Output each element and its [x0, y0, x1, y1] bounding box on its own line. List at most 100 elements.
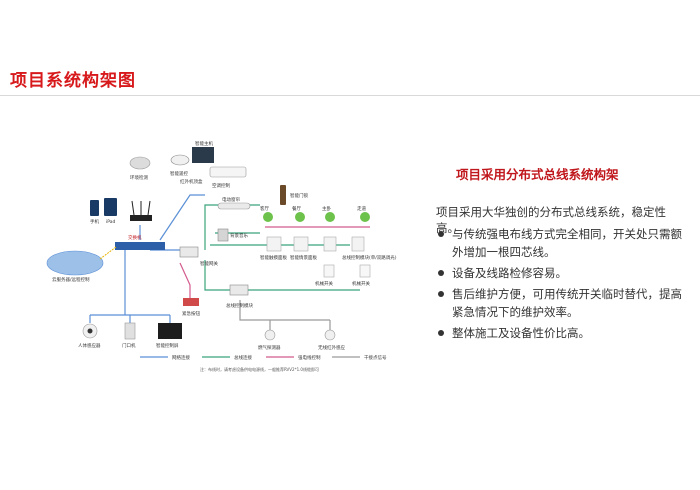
label-gateway: 智能网关 [200, 260, 218, 267]
phone-icon [90, 200, 99, 216]
lock-icon [280, 185, 286, 205]
panel-host-icon [192, 147, 214, 163]
label-smoke: 无线红外感应 [318, 344, 345, 351]
dimmer-icon [351, 236, 365, 252]
legend-power: 强电线控制 [298, 354, 321, 361]
label-zone3: 主卧 [322, 205, 331, 212]
doorbell-icon [124, 322, 136, 340]
lamp-icon [295, 212, 305, 222]
bus-line-module [204, 260, 360, 291]
label-phone: 手机 [90, 218, 99, 225]
label-indoor: 智能控制屏 [156, 342, 179, 349]
smoke-device: 无线红外感应 [318, 329, 345, 351]
mech-switch-icon [359, 264, 371, 278]
label-cloud: 云服务器/远程控制 [52, 276, 90, 283]
title-divider [0, 95, 700, 96]
smart-panel-device: 智能主机 红外机顶盒 [180, 140, 214, 185]
legend-signal: 干接点信号 [364, 354, 387, 361]
label-zone4: 走道 [357, 205, 366, 212]
ac-device: 空调控制 [209, 166, 247, 189]
label-env-sensor: 环境检测 [130, 174, 148, 181]
lamp-group: 客厅 餐厅 主卧 走道 [260, 205, 370, 222]
router-device [130, 200, 152, 221]
bus-module-icon [229, 284, 249, 296]
diagram-svg: 环境检测 智能遥控 智能主机 红外机顶盒 空调控制 手机 iPad [46, 140, 397, 372]
camera-device: 人体感应器 [78, 323, 101, 349]
switch-device: 交换机 [115, 234, 165, 250]
scene-panel-icon [293, 236, 309, 252]
music-device: 背景音乐 [217, 228, 248, 242]
remote-icon [170, 154, 190, 166]
router-antenna-1 [131, 200, 135, 216]
power-line-security [179, 262, 191, 300]
label-zone2: 餐厅 [292, 205, 301, 212]
camera-lens [87, 328, 93, 334]
label-switch: 交换机 [128, 234, 142, 241]
gateway-icon [179, 246, 199, 258]
legend-net: 网络连接 [172, 354, 190, 361]
label-panel-a: 智能触摸面板 [260, 254, 287, 261]
panel-group: 智能触摸面板 智能情景面板 总线控制模块(单/双路调光) 机械开关 机械开关 [260, 236, 397, 287]
mobile-devices: 手机 iPad [90, 198, 117, 225]
ipad-icon [104, 198, 117, 216]
label-doorbell: 门口机 [122, 342, 136, 349]
touch-panel-icon [266, 236, 282, 252]
indoor-screen-icon [158, 323, 182, 339]
mech-switch-icon [323, 264, 335, 278]
label-smart-remote: 智能遥控 [170, 170, 188, 177]
remote-device: 智能遥控 [170, 154, 190, 177]
music-icon [217, 228, 229, 242]
diagram-note: 注：布线时，请考虑设备供电电源线，一般推荐RVV2*1.0线缆即可 [200, 366, 319, 372]
smart-lock-device: 智能门锁 [280, 185, 308, 205]
curtain-device: 电动窗帘 [217, 196, 251, 210]
switch-icon [115, 242, 165, 250]
cloud-device: 云服务器/远程控制 [46, 246, 117, 283]
feature-item: 售后维护方便，可用传统开关临时替代，提高紧急情况下的维护效率。 [436, 285, 686, 321]
label-mech-b: 机械开关 [352, 280, 370, 287]
label-dimmer: 总线控制模块(单/双路调光) [342, 254, 397, 261]
relay-icon [323, 236, 337, 252]
cloud-icon [46, 250, 104, 276]
router-antenna-3 [147, 200, 151, 216]
label-mech-a: 机械开关 [315, 280, 333, 287]
label-curtain: 电动窗帘 [222, 196, 240, 203]
label-security: 紧急按钮 [182, 310, 200, 317]
feature-item: 与传统强电布线方式完全相同，开关处只需额外增加一根四芯线。 [436, 225, 686, 261]
speaker-icon [129, 156, 151, 170]
gas-icon [264, 329, 276, 341]
bus-line-curtain [204, 204, 260, 250]
legend-bus: 总线连接 [234, 354, 252, 361]
bus-module-device: 总线控制模块 [226, 284, 253, 309]
feature-item: 设备及线路检修容易。 [436, 264, 686, 282]
indoor-device: 智能控制屏 [156, 323, 182, 349]
lamp-icon [325, 212, 335, 222]
label-bus-module: 总线控制模块 [226, 302, 253, 309]
label-ir-control: 红外机顶盒 [180, 178, 203, 185]
smart-speaker-device: 环境检测 [129, 156, 151, 181]
curtain-motor-icon [217, 202, 251, 210]
label-ipad: iPad [106, 219, 116, 225]
page-title: 项目系统构架图 [10, 71, 136, 91]
system-architecture-diagram: 环境检测 智能遥控 智能主机 红外机顶盒 空调控制 手机 iPad [30, 135, 410, 385]
lamp-icon [360, 212, 370, 222]
doorbell-device: 门口机 [122, 322, 136, 349]
gas-device: 燃气探测器 [258, 329, 281, 351]
label-camera: 人体感应器 [78, 342, 101, 349]
label-bg-music: 背景音乐 [230, 232, 248, 239]
label-gas: 燃气探测器 [258, 344, 281, 351]
cloud-link [99, 246, 117, 260]
signal-line-sensors [239, 300, 330, 321]
label-smart-panel: 智能主机 [195, 140, 213, 147]
label-panel-b: 智能情景面板 [290, 254, 317, 261]
label-ac-control: 空调控制 [212, 182, 230, 189]
router-icon [130, 215, 152, 221]
label-zone1: 客厅 [260, 205, 269, 212]
net-line-top [159, 194, 205, 241]
smoke-icon [324, 329, 336, 341]
ac-icon [209, 166, 247, 178]
lamp-icon [263, 212, 273, 222]
architecture-heading: 项目采用分布式总线系统构架 [456, 167, 619, 182]
feature-list: 与传统强电布线方式完全相同，开关处只需额外增加一根四芯线。 设备及线路检修容易。… [436, 222, 686, 342]
label-smart-lock: 智能门锁 [290, 192, 308, 199]
security-device: 紧急按钮 [182, 298, 200, 317]
